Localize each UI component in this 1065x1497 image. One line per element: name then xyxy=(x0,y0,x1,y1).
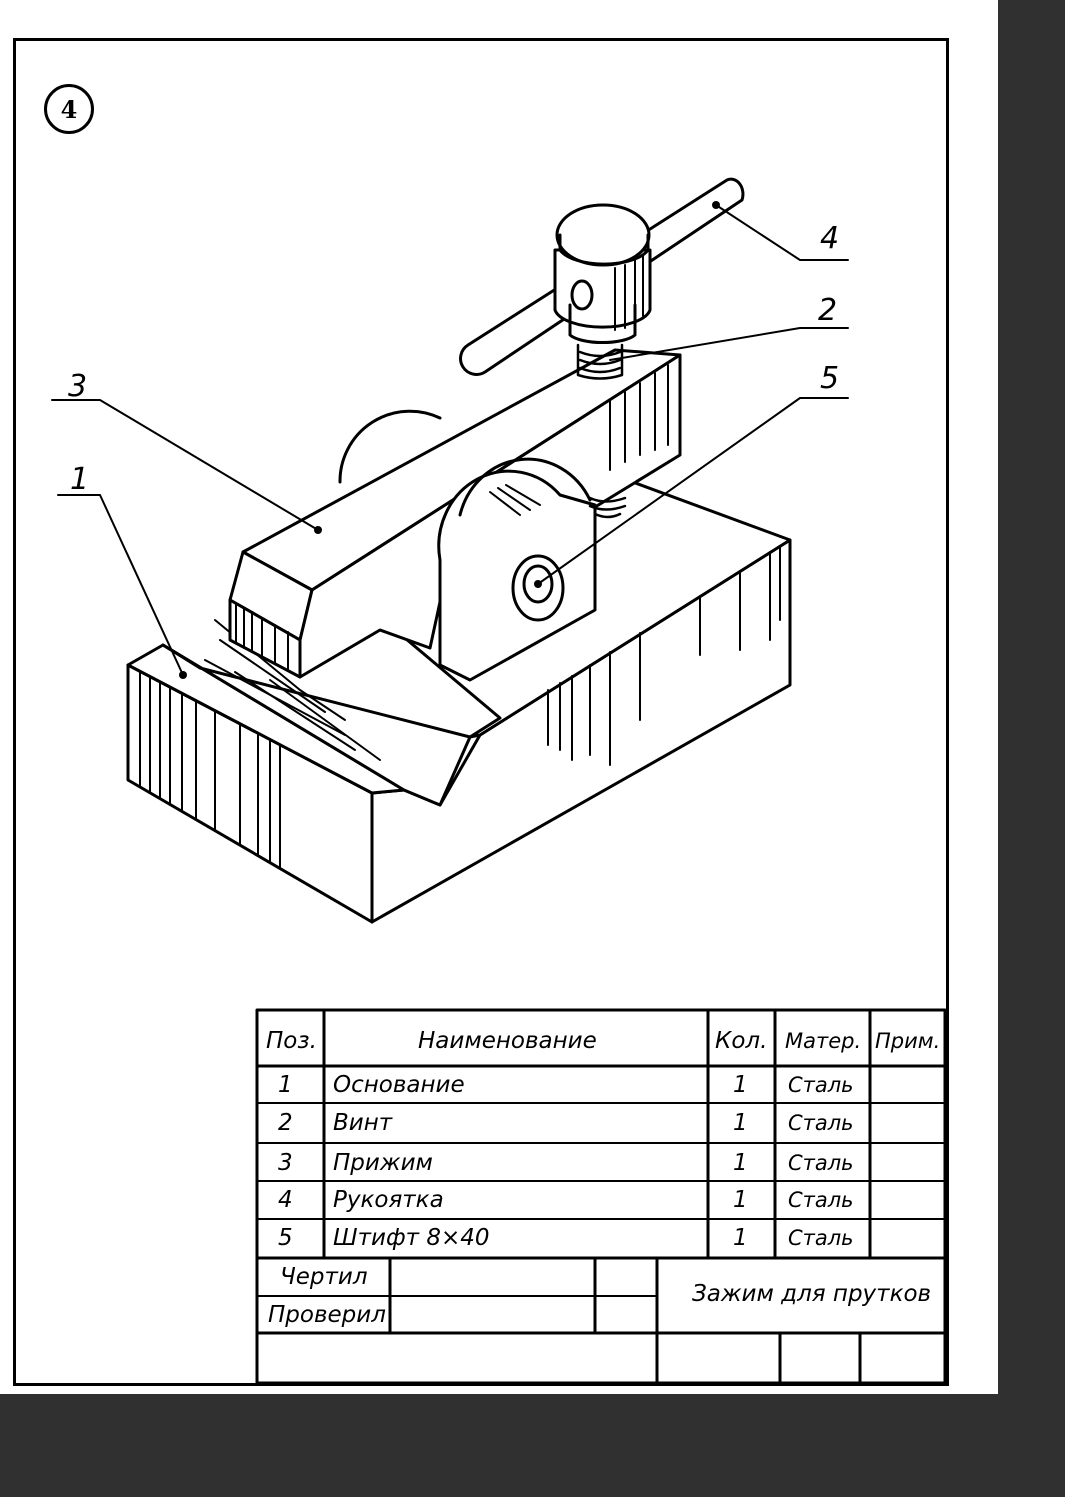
row-name: Прижим xyxy=(333,1150,433,1176)
position-label-screw: 2 xyxy=(818,293,838,328)
row-pos: 5 xyxy=(278,1225,293,1251)
row-pos: 1 xyxy=(278,1072,293,1098)
row-name: Рукоятка xyxy=(333,1187,444,1213)
screw-part xyxy=(576,343,627,519)
row-qty: 1 xyxy=(733,1110,748,1136)
row-pos: 3 xyxy=(278,1150,293,1176)
pin-part xyxy=(437,457,597,682)
header-name: Наименование xyxy=(418,1028,597,1054)
row-material: Сталь xyxy=(788,1111,854,1135)
sheet-number-badge: 4 xyxy=(44,84,94,134)
handle-part xyxy=(459,177,745,376)
row-material: Сталь xyxy=(788,1188,854,1212)
row-name: Основание xyxy=(333,1072,465,1098)
drawing-title: Зажим для прутков xyxy=(692,1281,932,1307)
checked-by-label: Проверил xyxy=(268,1302,386,1328)
leader-lines xyxy=(51,204,849,676)
position-label-handle: 4 xyxy=(820,221,840,256)
row-name: Винт xyxy=(333,1110,393,1136)
row-material: Сталь xyxy=(788,1151,854,1175)
row-pos: 4 xyxy=(278,1187,293,1213)
row-material: Сталь xyxy=(788,1226,854,1250)
position-label-base: 1 xyxy=(70,462,90,497)
header-qty: Кол. xyxy=(715,1028,768,1054)
row-pos: 2 xyxy=(278,1110,293,1136)
row-qty: 1 xyxy=(733,1072,748,1098)
drawing-sheet: 4 3 1 4 2 5 Поз. Наименование Кол. Матер… xyxy=(0,0,998,1394)
row-qty: 1 xyxy=(733,1225,748,1251)
position-label-pin: 5 xyxy=(820,361,840,396)
header-material: Матер. xyxy=(785,1029,862,1053)
assembly-drawing xyxy=(51,177,947,1385)
row-qty: 1 xyxy=(733,1187,748,1213)
row-name: Штифт 8×40 xyxy=(333,1225,490,1251)
position-label-clamp: 3 xyxy=(68,369,88,404)
header-note: Прим. xyxy=(875,1029,941,1053)
leader-dots xyxy=(179,201,720,679)
drawn-by-label: Чертил xyxy=(280,1264,368,1290)
header-pos: Поз. xyxy=(266,1028,317,1054)
row-material: Сталь xyxy=(788,1073,854,1097)
row-qty: 1 xyxy=(733,1150,748,1176)
spec-table-grid xyxy=(255,1008,947,1385)
